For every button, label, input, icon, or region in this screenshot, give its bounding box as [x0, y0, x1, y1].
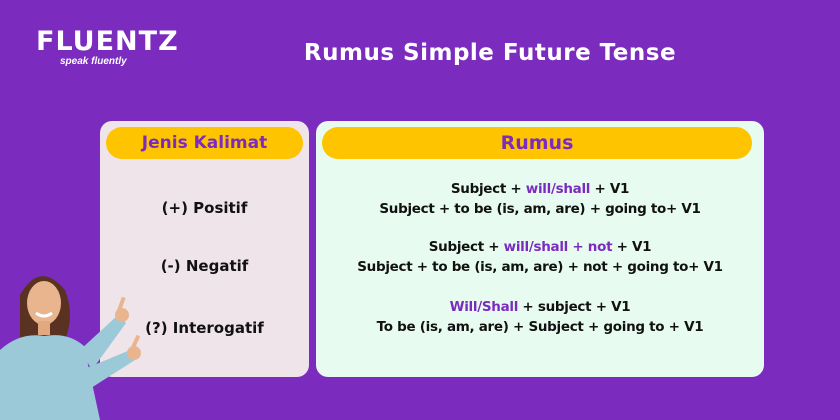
sentence-type-column: Jenis Kalimat (?) Interogatif (+) Positi…	[100, 121, 309, 377]
formula-interrogative: Will/Shall + subject + V1 To be (is, am,…	[316, 297, 764, 337]
text: Subject +	[450, 181, 526, 197]
text: + V1	[612, 239, 652, 255]
highlight-text: will/shall	[525, 181, 591, 197]
pointing-woman-illustration	[0, 276, 141, 420]
logo-tagline: speak fluently	[60, 56, 127, 67]
formula-line: Subject + to be (is, am, are) + not + go…	[357, 259, 723, 275]
highlight-text: will/shall + not	[503, 239, 613, 255]
formula-negative: Subject + will/shall + not + V1 Subject …	[316, 237, 764, 277]
row-label-interrogative: (?) Interogatif	[145, 319, 264, 337]
fluentz-logo: FLUENTZ speak fluently	[36, 26, 179, 68]
formula-line: To be (is, am, are) + Subject + going to…	[376, 319, 704, 335]
sentence-type-header: Jenis Kalimat	[106, 127, 303, 159]
formula-column: Rumus Subject + will/shall + V1 Subject …	[316, 121, 764, 377]
row-label-negative: (-) Negatif	[160, 257, 249, 275]
text: + subject + V1	[518, 299, 631, 315]
text: Subject +	[428, 239, 504, 255]
formula-header: Rumus	[322, 127, 752, 159]
formula-line: Subject + to be (is, am, are) + going to…	[379, 201, 701, 217]
formula-positive: Subject + will/shall + V1 Subject + to b…	[316, 179, 764, 219]
row-label-positive: (+) Positif	[161, 199, 248, 217]
logo-text: FLUENTZ	[36, 26, 179, 57]
highlight-text: Will/Shall	[449, 299, 519, 315]
text: + V1	[590, 181, 630, 197]
page-title: Rumus Simple Future Tense	[303, 40, 677, 66]
